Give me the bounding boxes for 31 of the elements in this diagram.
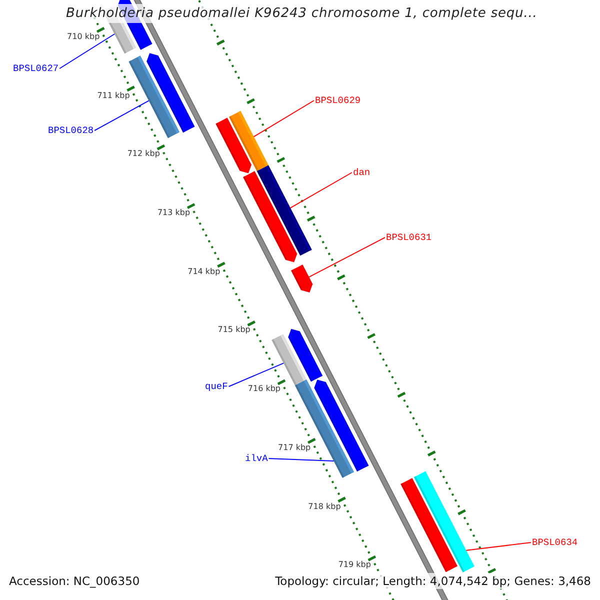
gene-label: BPSL0627 xyxy=(13,63,59,74)
gene-label: BPSL0631 xyxy=(386,232,432,243)
gene-label: dan xyxy=(353,167,370,178)
gene-feature xyxy=(291,264,313,292)
gene-label: queF xyxy=(205,381,228,392)
gene-feature xyxy=(294,379,354,478)
tick-label: 714 kbp xyxy=(188,266,220,277)
leader-line xyxy=(94,100,150,131)
leader-line xyxy=(466,542,532,551)
gene-label: BPSL0634 xyxy=(532,537,578,548)
leader-line xyxy=(59,34,116,69)
leader-line xyxy=(290,172,352,208)
gene-feature xyxy=(229,110,268,172)
tick-label: 719 kbp xyxy=(338,560,371,570)
tick-label: 716 kbp xyxy=(248,384,280,394)
tick-label: 715 kbp xyxy=(218,325,250,336)
accession-text: Accession: NC_006350 xyxy=(7,573,142,589)
gene-feature xyxy=(272,334,306,386)
gene-label: BPSL0628 xyxy=(48,125,94,136)
leader-line xyxy=(308,237,386,278)
genome-summary-text: Topology: circular; Length: 4,074,542 bp; Genes: 3,468 xyxy=(273,573,593,589)
tick-label: 712 kbp xyxy=(127,149,160,160)
gene-feature xyxy=(128,56,180,138)
gene-feature xyxy=(256,165,312,256)
gene-feature xyxy=(414,471,474,572)
gene-label: ilvA xyxy=(245,453,268,464)
gene-label: BPSL0629 xyxy=(315,95,361,106)
tick-label: 713 kbp xyxy=(157,208,190,218)
leader-line xyxy=(253,100,314,138)
tick-label: 711 kbp xyxy=(97,90,130,101)
tick-label: 717 kbp xyxy=(278,442,311,453)
